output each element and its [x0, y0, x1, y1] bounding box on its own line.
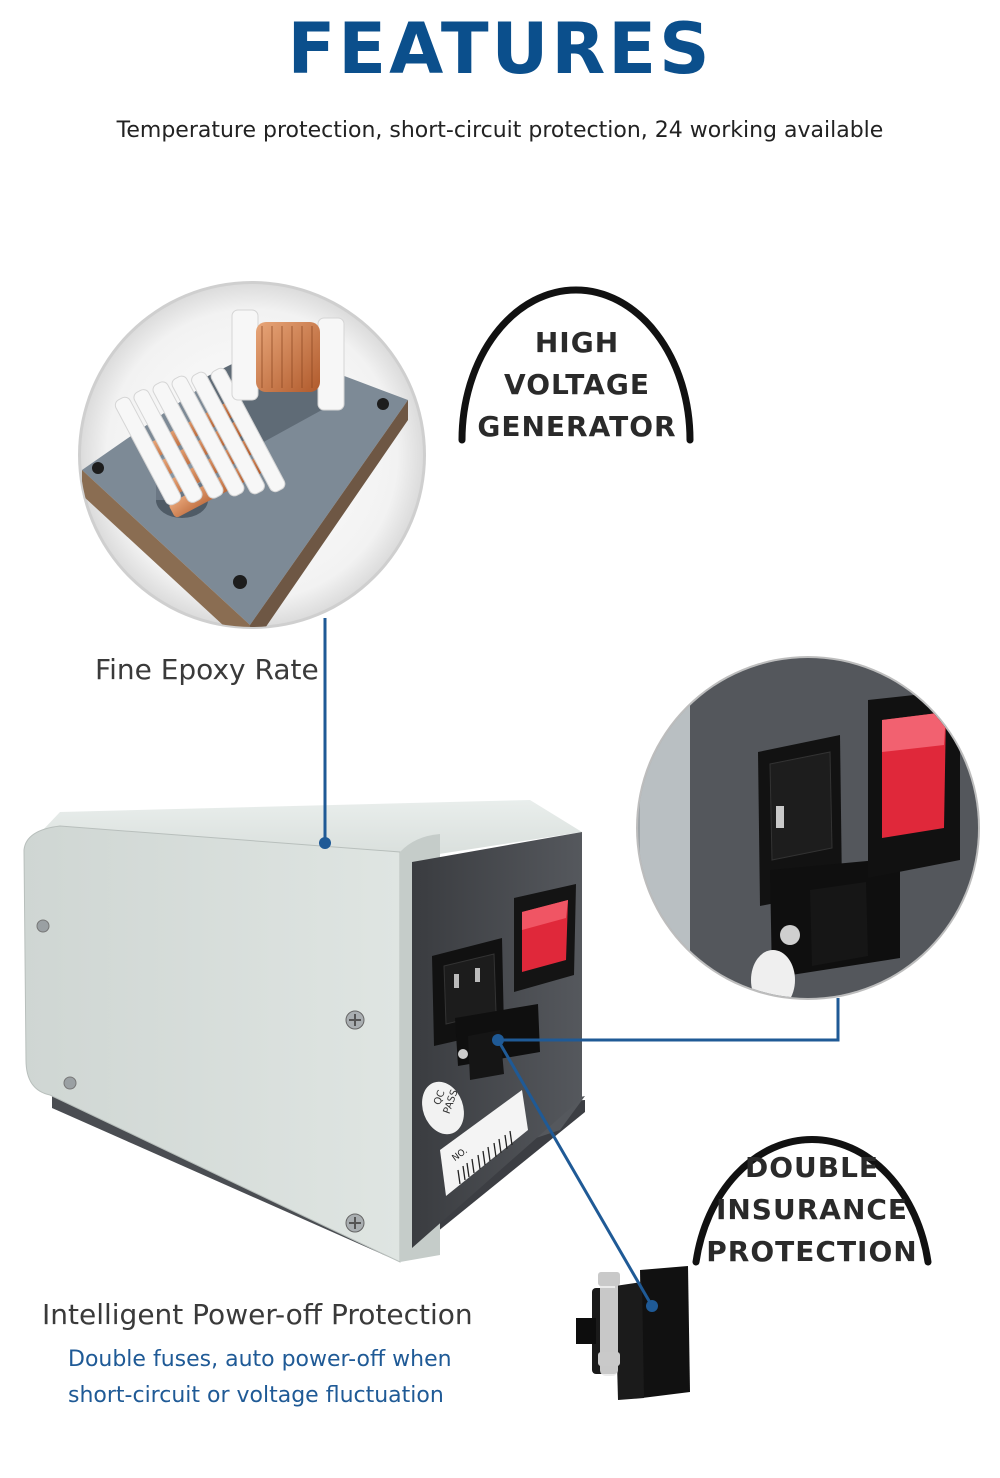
socket-zoom-circle [636, 656, 980, 1000]
badge-line: HIGH [534, 326, 620, 359]
page-title: FEATURES [287, 8, 713, 90]
poweroff-callout-desc: Double fuses, auto power-off when short-… [68, 1342, 488, 1414]
poweroff-desc-line: Double fuses, auto power-off when [68, 1347, 452, 1372]
badge-line: VOLTAGE [504, 368, 650, 401]
badge-line: GENERATOR [477, 410, 677, 443]
poweroff-desc-line: short-circuit or voltage fluctuation [68, 1383, 444, 1408]
badge-line: PROTECTION [706, 1235, 918, 1268]
poweroff-callout-title: Intelligent Power-off Protection [42, 1298, 473, 1331]
double-insurance-badge: DOUBLE INSURANCE PROTECTION [694, 1147, 930, 1273]
fuse-module-marker-dot [646, 1300, 658, 1312]
epoxy-callout: Fine Epoxy Rate [95, 653, 319, 686]
transformer-zoom-circle [78, 281, 426, 629]
epoxy-marker-dot [319, 837, 331, 849]
page-subtitle: Temperature protection, short-circuit pr… [116, 118, 884, 143]
leader-lines [323, 618, 840, 1307]
fuse-module [576, 1266, 690, 1400]
double-insurance-badge-arc [692, 1136, 932, 1266]
high-voltage-badge-arc [458, 286, 694, 444]
high-voltage-badge: HIGH VOLTAGE GENERATOR [464, 322, 690, 448]
fuse-marker-dot [492, 1034, 504, 1046]
badge-line: INSURANCE [715, 1193, 909, 1226]
power-supply-box [23, 800, 585, 1263]
badge-line: DOUBLE [744, 1151, 880, 1184]
